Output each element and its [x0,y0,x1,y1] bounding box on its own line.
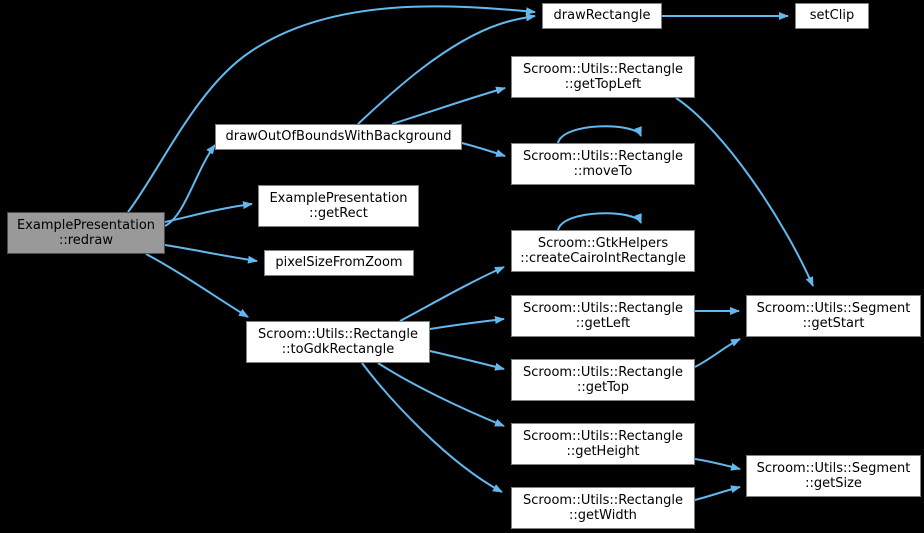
edge-toGdkRectangle-to-createCairoIntRectangle [399,266,505,322]
node-label-getRect: ExamplePresentation ::getRect [269,190,408,222]
node-label-getSize: Scroom::Utils::Segment ::getSize [756,460,911,492]
edge-redraw-to-pixelSizeFromZoom [164,244,258,264]
edge-toGdkRectangle-to-getTop [429,350,505,371]
node-label-getTop: Scroom::Utils::Rectangle ::getTop [523,364,683,396]
node-getSize[interactable]: Scroom::Utils::Segment ::getSize [746,455,921,497]
node-label-getHeight: Scroom::Utils::Rectangle ::getHeight [523,428,683,460]
node-getWidth[interactable]: Scroom::Utils::Rectangle ::getWidth [511,487,695,529]
edge-getTopLeft-to-getStart [675,97,814,287]
node-getStart[interactable]: Scroom::Utils::Segment ::getStart [746,295,921,337]
node-createCairoIntRectangle[interactable]: Scroom::GtkHelpers ::createCairoIntRecta… [511,230,695,272]
node-label-getWidth: Scroom::Utils::Rectangle ::getWidth [523,492,683,524]
edge-toGdkRectangle-to-getWidth [361,362,503,493]
node-label-toGdkRectangle: Scroom::Utils::Rectangle ::toGdkRectangl… [258,326,418,358]
node-getTop[interactable]: Scroom::Utils::Rectangle ::getTop [511,359,695,401]
edge-moveTo-self-loop [557,125,642,144]
edge-redraw-to-getRect [164,201,253,223]
edge-drawOutOfBounds-to-getTopLeft [391,86,506,125]
edge-getWidth-to-getSize [694,485,741,501]
node-getTopLeft[interactable]: Scroom::Utils::Rectangle ::getTopLeft [511,56,695,98]
edge-drawOutOfBounds-to-moveTo [461,142,506,157]
edge-toGdkRectangle-to-getHeight [377,362,505,427]
node-getRect[interactable]: ExamplePresentation ::getRect [258,185,419,227]
node-getLeft[interactable]: Scroom::Utils::Rectangle ::getLeft [511,295,695,337]
node-redraw[interactable]: ExamplePresentation ::redraw [7,212,165,254]
node-drawOutOfBounds[interactable]: drawOutOfBoundsWithBackground [215,124,462,150]
node-label-getLeft: Scroom::Utils::Rectangle ::getLeft [523,300,683,332]
node-label-moveTo: Scroom::Utils::Rectangle ::moveTo [523,148,683,180]
node-label-getTopLeft: Scroom::Utils::Rectangle ::getTopLeft [523,61,683,93]
node-drawRectangle[interactable]: drawRectangle [542,3,662,29]
edge-redraw-to-toGdkRectangle [145,253,249,318]
node-pixelSizeFromZoom[interactable]: pixelSizeFromZoom [264,250,414,276]
edge-toGdkRectangle-to-getLeft [429,316,505,330]
node-label-drawOutOfBounds: drawOutOfBoundsWithBackground [225,129,452,145]
node-label-createCairoIntRectangle: Scroom::GtkHelpers ::createCairoIntRecta… [520,235,686,267]
node-label-redraw: ExamplePresentation ::redraw [16,217,156,249]
node-label-getStart: Scroom::Utils::Segment ::getStart [756,300,911,332]
node-getHeight[interactable]: Scroom::Utils::Rectangle ::getHeight [511,423,695,465]
edge-redraw-to-drawOutOfBounds [164,144,216,227]
edge-getTop-to-getStart [694,338,741,368]
node-moveTo[interactable]: Scroom::Utils::Rectangle ::moveTo [511,143,695,185]
node-label-pixelSizeFromZoom: pixelSizeFromZoom [275,255,403,271]
node-setClip[interactable]: setClip [795,3,869,29]
node-toGdkRectangle[interactable]: Scroom::Utils::Rectangle ::toGdkRectangl… [246,321,430,363]
edge-createCairoIntRectangle-self-loop [557,212,642,231]
node-label-setClip: setClip [809,8,855,24]
node-label-drawRectangle: drawRectangle [553,8,651,24]
edge-drawOutOfBounds-to-drawRectangle [357,13,536,125]
edge-getHeight-to-getSize [694,458,741,471]
edge-redraw-to-drawRectangle [127,5,536,213]
